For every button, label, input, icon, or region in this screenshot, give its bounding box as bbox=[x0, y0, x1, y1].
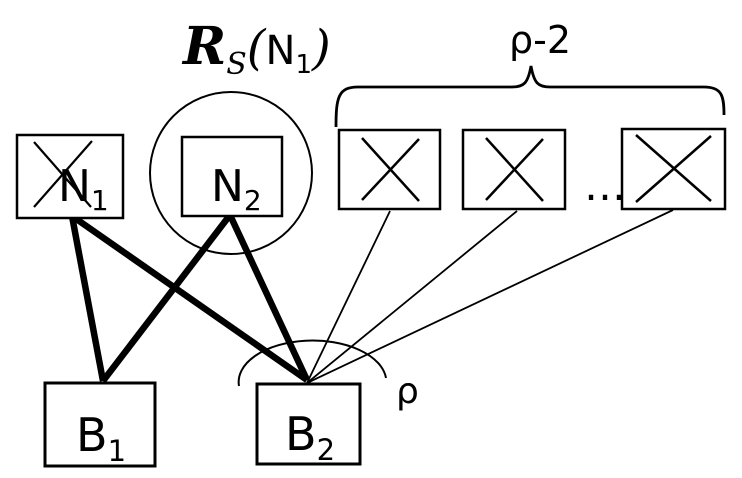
node-n2: N2 bbox=[180, 135, 284, 218]
spare-node-3-box bbox=[620, 127, 727, 211]
thin-edges bbox=[306, 209, 674, 384]
node-b1-label: B1 bbox=[76, 408, 126, 468]
edge-b2-x1 bbox=[306, 210, 391, 384]
edge-b1-n2 bbox=[100, 213, 233, 383]
angle-label: ρ bbox=[396, 371, 419, 412]
spare-node-1 bbox=[337, 128, 442, 211]
node-n2-label: N2 bbox=[211, 161, 262, 217]
replacement-set-circle bbox=[149, 91, 313, 255]
cross-out-icon bbox=[33, 140, 93, 208]
node-n1-box bbox=[15, 133, 125, 220]
cross-icon bbox=[361, 137, 420, 202]
node-b2-box bbox=[255, 382, 362, 466]
edge-b2-n1 bbox=[70, 213, 309, 383]
node-b2-label: B2 bbox=[285, 407, 335, 467]
thick-edges bbox=[68, 213, 310, 383]
degree-angle-arc bbox=[237, 339, 387, 387]
set-title: RS(N1) bbox=[181, 16, 331, 82]
cross-icon bbox=[635, 134, 712, 203]
node-b1: B1 bbox=[43, 381, 157, 468]
node-n1: N1 bbox=[15, 133, 125, 220]
edge-b2-x3 bbox=[306, 209, 674, 384]
edge-b2-x2 bbox=[306, 210, 518, 384]
node-b1-box bbox=[43, 381, 157, 468]
cross-icon bbox=[485, 137, 544, 202]
spare-node-3 bbox=[620, 127, 727, 211]
node-n2-box bbox=[180, 135, 284, 218]
edge-b1-n1 bbox=[68, 215, 107, 382]
edge-b2-n2 bbox=[227, 213, 310, 382]
ellipsis-icon: … bbox=[584, 161, 626, 210]
brace-label: ρ-2 bbox=[509, 18, 571, 62]
brace bbox=[334, 65, 726, 128]
node-b2: B2 bbox=[255, 382, 362, 467]
spare-node-2 bbox=[461, 128, 567, 211]
